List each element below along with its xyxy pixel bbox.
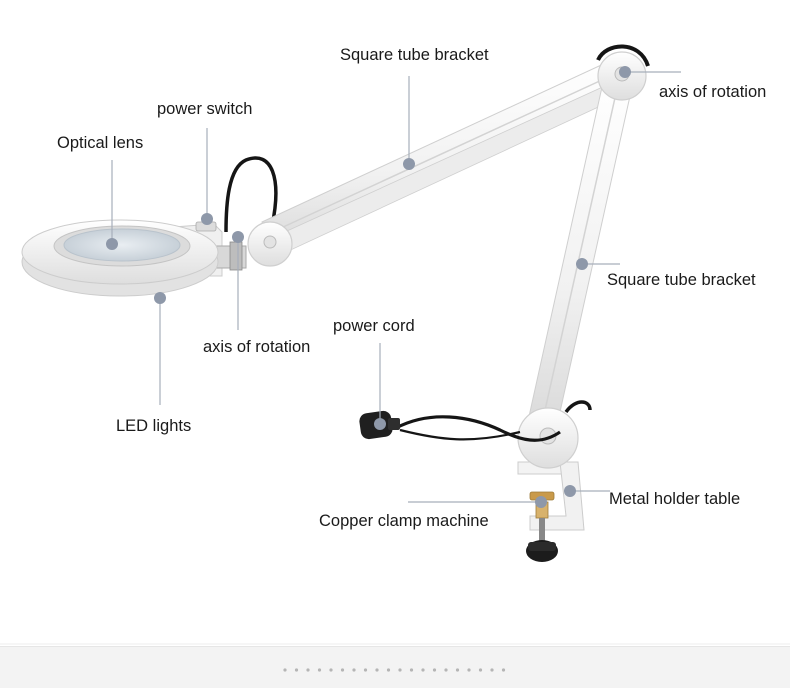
marker-metal-holder-table — [564, 485, 576, 497]
footer-dot — [455, 668, 460, 672]
footer-dot — [363, 668, 368, 672]
footer-dot — [432, 668, 437, 672]
footer-dot — [386, 668, 391, 672]
marker-copper-clamp-machine — [535, 496, 547, 508]
footer-dot — [375, 668, 379, 672]
label-square-tube-bracket-right: Square tube bracket — [607, 271, 756, 289]
pagination-dots — [283, 668, 506, 672]
marker-power-switch — [201, 213, 213, 225]
footer-dot — [444, 668, 448, 672]
footer-dot — [467, 668, 471, 672]
footer-dot — [329, 668, 333, 672]
label-metal-holder-table: Metal holder table — [609, 490, 741, 508]
footer-dot — [409, 668, 414, 672]
footer-dot — [478, 668, 483, 672]
footer-dot — [490, 668, 494, 672]
marker-optical-lens — [106, 238, 118, 250]
label-copper-clamp-machine: Copper clamp machine — [319, 512, 489, 530]
footer-band — [0, 646, 790, 688]
footer-dot — [352, 668, 356, 672]
label-power-switch: power switch — [157, 100, 253, 118]
marker-led-lights — [154, 292, 166, 304]
marker-power-cord — [374, 418, 386, 430]
marker-square-tube-bracket-top — [403, 158, 415, 170]
lamp-head-cable — [224, 156, 278, 233]
marker-square-tube-bracket-right — [576, 258, 588, 270]
marker-axis-of-rotation-left — [232, 231, 244, 243]
label-square-tube-bracket-top: Square tube bracket — [340, 46, 489, 64]
label-led-lights: LED lights — [116, 417, 192, 435]
elbow-cable-loop — [596, 44, 650, 67]
footer-dot — [294, 668, 299, 672]
footer-dot — [283, 668, 287, 672]
marker-axis-of-rotation-top — [619, 66, 631, 78]
callout-leader-lines — [111, 71, 681, 503]
footer-dot — [306, 668, 310, 672]
label-optical-lens: Optical lens — [57, 134, 144, 152]
footer-dot — [317, 668, 322, 672]
magnifier-head — [21, 219, 247, 297]
label-axis-of-rotation-top: axis of rotation — [659, 83, 767, 101]
upper-arm-bracket — [261, 59, 625, 255]
callout-markers — [106, 66, 631, 508]
footer-dot — [340, 668, 345, 672]
footer-dot — [421, 668, 425, 672]
footer-dot — [398, 668, 402, 672]
arm-head-joint — [247, 221, 293, 267]
label-axis-of-rotation-left: axis of rotation — [203, 338, 311, 356]
label-power-cord: power cord — [333, 317, 415, 335]
base-clamp — [517, 461, 585, 562]
footer-dot — [501, 668, 506, 672]
